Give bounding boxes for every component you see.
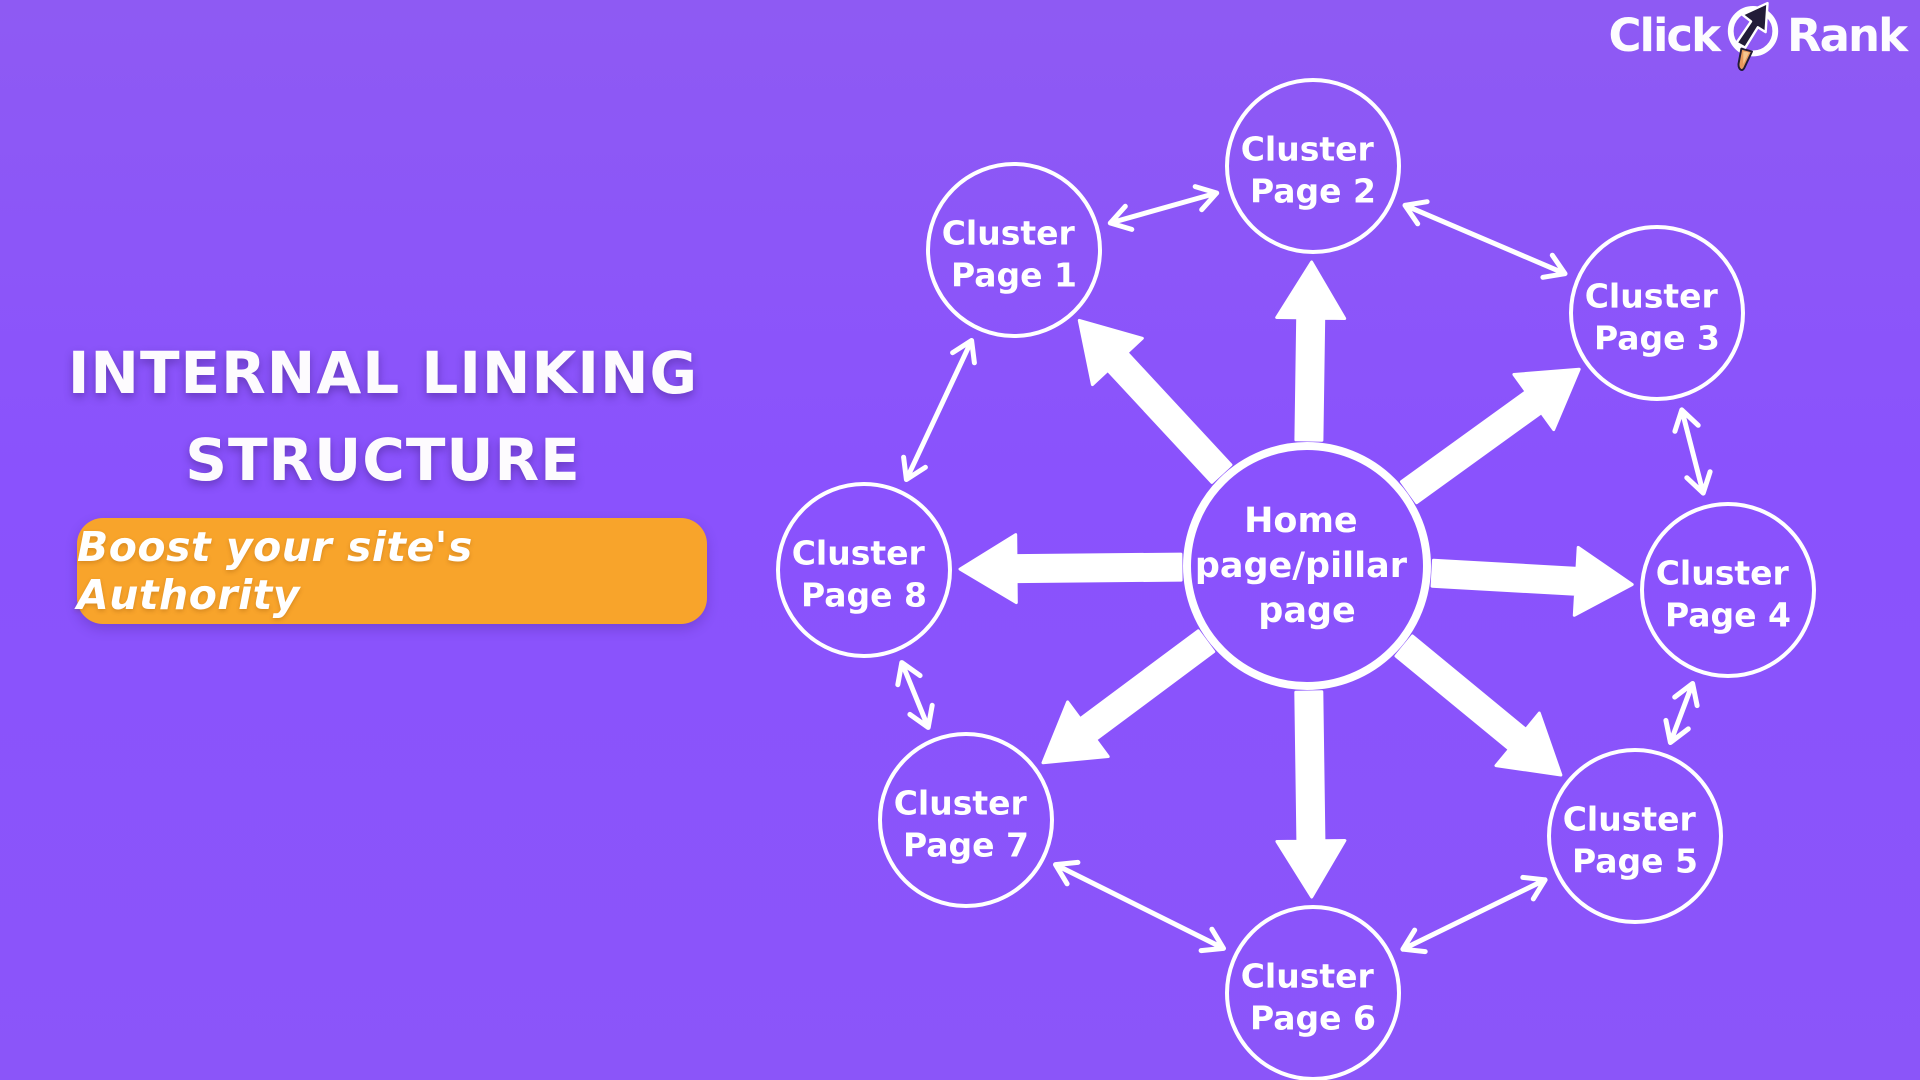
two-way-arrow-cluster-6-cluster-7 xyxy=(1053,859,1226,954)
clickrank-logo: Click Rank xyxy=(1608,1,1908,71)
logo-word-click: Click xyxy=(1608,9,1721,62)
two-way-arrow-cluster-5-cluster-6 xyxy=(1400,874,1548,955)
cluster-label: Cluster Page 1 xyxy=(942,202,1087,295)
cluster-label: Cluster Page 2 xyxy=(1241,118,1386,211)
thick-arrow-hub-to-cluster-7 xyxy=(1041,629,1216,765)
cluster-node-8: Cluster Page 8 xyxy=(776,482,952,658)
cluster-circle xyxy=(1225,78,1401,254)
thick-arrow-hub-to-cluster-1 xyxy=(1077,318,1233,484)
cluster-node-7: Cluster Page 7 xyxy=(878,732,1054,908)
cluster-circle xyxy=(1640,502,1816,678)
two-way-arrow-cluster-2-cluster-3 xyxy=(1402,199,1568,280)
cluster-circle xyxy=(776,482,952,658)
page-title-line1: INTERNAL LINKING xyxy=(67,339,699,407)
cluster-node-5: Cluster Page 5 xyxy=(1547,748,1723,924)
thick-arrow-hub-to-cluster-8 xyxy=(958,533,1183,605)
cluster-label: Cluster Page 3 xyxy=(1585,265,1730,358)
two-way-arrow-cluster-4-cluster-5 xyxy=(1663,681,1700,745)
two-way-arrow-cluster-8-cluster-1 xyxy=(901,338,977,482)
cluster-label: Cluster Page 8 xyxy=(792,522,937,615)
cluster-node-4: Cluster Page 4 xyxy=(1640,502,1816,678)
cluster-node-1: Cluster Page 1 xyxy=(926,162,1102,338)
cluster-circle xyxy=(926,162,1102,338)
hub-label: Home page/pillar page xyxy=(1195,490,1419,631)
cluster-label: Cluster Page 4 xyxy=(1656,542,1801,635)
thick-arrow-hub-to-cluster-2 xyxy=(1275,260,1347,442)
logo-word-rank: Rank xyxy=(1787,9,1908,62)
two-way-arrow-cluster-1-cluster-2 xyxy=(1107,184,1220,232)
cluster-label: Cluster Page 6 xyxy=(1241,945,1386,1038)
cluster-label: Cluster Page 5 xyxy=(1563,788,1708,881)
cluster-circle xyxy=(1569,225,1745,401)
two-way-arrow-cluster-3-cluster-4 xyxy=(1672,407,1713,496)
cluster-node-6: Cluster Page 6 xyxy=(1225,905,1401,1080)
thick-arrow-hub-to-cluster-5 xyxy=(1394,634,1563,777)
two-way-arrow-cluster-7-cluster-8 xyxy=(895,660,935,730)
cluster-circle xyxy=(1547,748,1723,924)
cluster-circle xyxy=(878,732,1054,908)
rocket-cursor-icon xyxy=(1727,1,1779,71)
thick-arrow-hub-to-cluster-3 xyxy=(1400,367,1581,505)
page-title-line2: STRUCTURE xyxy=(185,426,581,494)
hub-node: Home page/pillar page xyxy=(1183,442,1431,690)
cluster-label: Cluster Page 7 xyxy=(894,772,1039,865)
thick-arrow-hub-to-cluster-4 xyxy=(1430,545,1634,617)
arrows-layer xyxy=(895,184,1713,955)
hub-circle xyxy=(1183,442,1431,690)
tagline-text: Boost your site's Authority xyxy=(77,523,473,619)
thick-arrow-hub-to-cluster-6 xyxy=(1275,690,1347,899)
cluster-circle xyxy=(1225,905,1401,1080)
tagline-badge: Boost your site's Authority xyxy=(77,518,707,624)
page-title: INTERNAL LINKING STRUCTURE xyxy=(33,330,733,504)
cluster-node-3: Cluster Page 3 xyxy=(1569,225,1745,401)
cluster-node-2: Cluster Page 2 xyxy=(1225,78,1401,254)
